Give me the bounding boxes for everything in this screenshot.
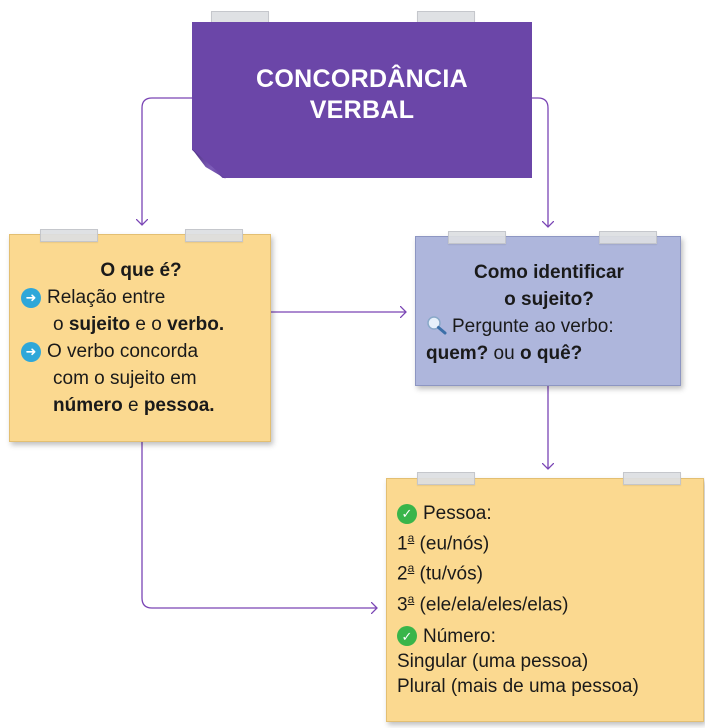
tape (185, 229, 243, 242)
title-line-1: CONCORDÂNCIA (256, 65, 468, 93)
text-e: e (122, 395, 144, 416)
text-e-o: e o (130, 314, 168, 335)
text-or: ou (488, 343, 520, 364)
connector-title-to-what (142, 97, 192, 225)
first-text: (eu/nós) (414, 533, 490, 555)
verb-term: verbo. (167, 314, 225, 335)
subject-term: sujeito (68, 314, 131, 335)
check-circle-icon: ✓ (397, 503, 417, 524)
tip-line: Pergunte ao verbo: (426, 313, 672, 340)
tape (417, 472, 475, 485)
agreement-line-3: número e pessoa. (22, 392, 260, 419)
tape (623, 472, 681, 485)
definition-line-1: Relação entre (47, 287, 166, 308)
plural-line: Plural (mais de uma pessoa) (397, 675, 639, 697)
connector-what-to-person (141, 442, 377, 608)
person-header: ✓ Pessoa: (397, 501, 699, 526)
text-o: o (53, 314, 69, 335)
third-num: 3 (397, 593, 408, 615)
first-person: 1a (eu/nós) (397, 526, 699, 556)
second-num: 2 (397, 563, 408, 585)
question-who: quem? (426, 343, 489, 364)
tape (599, 231, 657, 244)
connector-title-to-how (532, 97, 548, 227)
person-number-note: ✓ Pessoa: 1a (eu/nós) 2a (tu/vós) 3a (el… (386, 478, 704, 722)
arrow-right-circle-icon: ➜ (21, 341, 41, 362)
third-person: 3a (ele/ela/eles/elas) (397, 587, 699, 617)
identify-heading-line-2: o sujeito? (504, 289, 594, 310)
second-sup: a (407, 561, 415, 576)
third-text: (ele/ela/eles/elas) (414, 593, 569, 615)
agreement-item: ➜ O verbo concorda (21, 338, 260, 365)
question-what: o quê? (519, 343, 583, 364)
question-line: quem? ou o quê? (426, 340, 672, 367)
first-num: 1 (397, 533, 408, 555)
third-sup: a (407, 591, 415, 606)
arrow-right-circle-icon: ➜ (21, 287, 41, 308)
magnifier-icon (427, 316, 447, 335)
definition-item: ➜ Relação entre (21, 284, 260, 311)
check-circle-icon: ✓ (397, 626, 417, 647)
diagram-title: CONCORDÂNCIA VERBAL (192, 64, 532, 126)
title-line-2: VERBAL (309, 96, 415, 124)
what-is-heading: O que é? (100, 260, 182, 281)
person-label: Pessoa: (423, 503, 492, 524)
tape (40, 229, 98, 242)
tape (448, 231, 506, 244)
agreement-line-1: O verbo concorda (47, 341, 199, 362)
definition-line-2: o sujeito e o verbo. (22, 311, 260, 338)
number-term: número (53, 395, 123, 416)
number-label: Número: (423, 625, 496, 647)
identify-heading-line-1: Como identificar (474, 262, 624, 283)
second-text: (tu/vós) (414, 563, 483, 585)
number-header: ✓ Número: (397, 624, 699, 649)
singular-line: Singular (uma pessoa) (397, 650, 589, 672)
tip-text: Pergunte ao verbo: (452, 316, 614, 337)
second-person: 2a (tu/vós) (397, 556, 699, 586)
agreement-line-2: com o sujeito em (53, 368, 197, 389)
what-is-note: O que é? ➜ Relação entre o sujeito e o v… (9, 234, 271, 442)
identify-subject-note: Como identificar o sujeito? Pergunte ao … (415, 236, 681, 386)
person-term: pessoa. (143, 395, 215, 416)
first-sup: a (407, 531, 415, 545)
title-note (192, 22, 532, 178)
